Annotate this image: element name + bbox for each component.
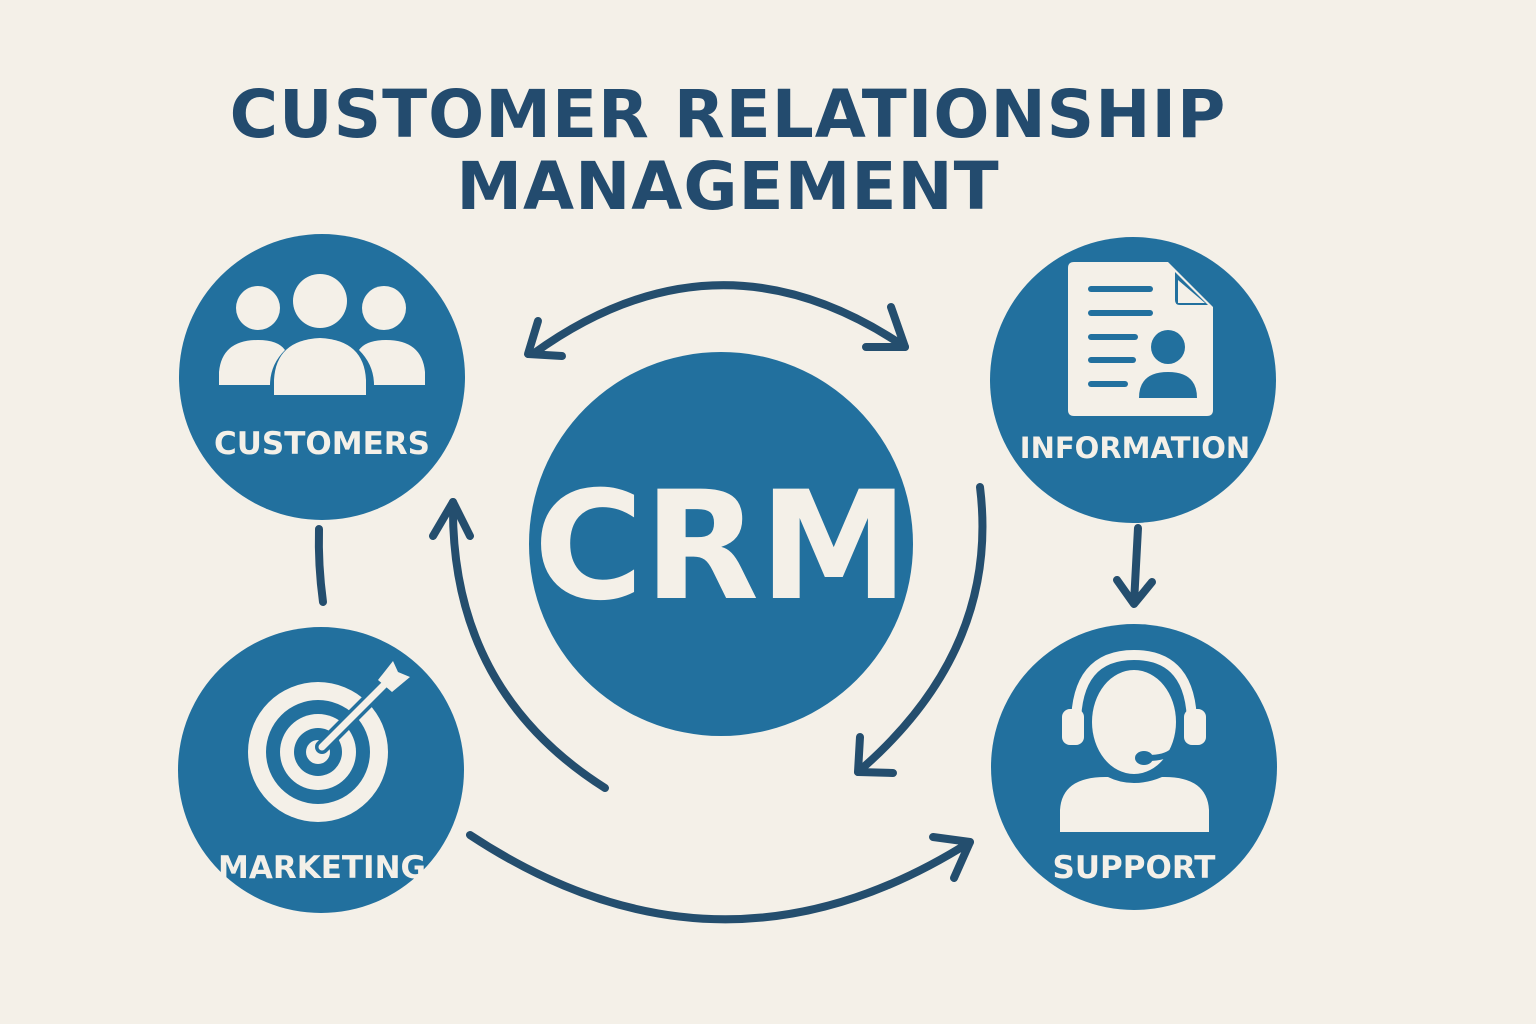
info-support-arrowhead: [1113, 576, 1156, 608]
title-line-1: CUSTOMER RELATIONSHIP: [229, 76, 1227, 153]
support-label: SUPPORT: [1053, 850, 1216, 886]
headset-agent-icon: [1060, 649, 1209, 832]
title-line-2: MANAGEMENT: [456, 148, 1000, 225]
left-arc-arrowhead: [429, 498, 474, 540]
top-arc-left-arrowhead: [524, 317, 566, 360]
support-node[interactable]: SUPPORT: [991, 624, 1277, 910]
top-double-arrow: [524, 281, 909, 360]
top-arc-right-arrowhead: [862, 303, 909, 351]
crm-center-node[interactable]: CRM: [529, 352, 913, 736]
customers-label: CUSTOMERS: [214, 426, 430, 462]
left-arc-line: [448, 498, 609, 792]
document-profile-icon: [1068, 262, 1213, 416]
information-label: INFORMATION: [1020, 431, 1250, 465]
right-down-arrow: [854, 483, 987, 777]
right-arc-arrowhead: [854, 733, 897, 777]
info-support-line: [1130, 524, 1142, 607]
right-arc-line: [854, 483, 987, 776]
bottom-arc-line: [466, 831, 974, 924]
customers-node[interactable]: CUSTOMERS: [179, 234, 465, 520]
top-arc-line: [529, 281, 909, 358]
crm-circle: [529, 352, 913, 736]
information-support-arrow: [1113, 524, 1156, 608]
marketing-node[interactable]: MARKETING: [178, 627, 464, 913]
crm-label: CRM: [534, 460, 909, 634]
target-arrow-icon: [248, 661, 410, 822]
people-group-icon: [219, 274, 425, 395]
left-up-arrow: [429, 498, 609, 792]
bottom-arrow: [466, 831, 974, 924]
customers-marketing-connector: [314, 525, 327, 606]
information-node[interactable]: INFORMATION: [990, 237, 1276, 523]
bottom-arc-arrowhead: [929, 833, 974, 882]
marketing-label: MARKETING: [218, 850, 426, 886]
